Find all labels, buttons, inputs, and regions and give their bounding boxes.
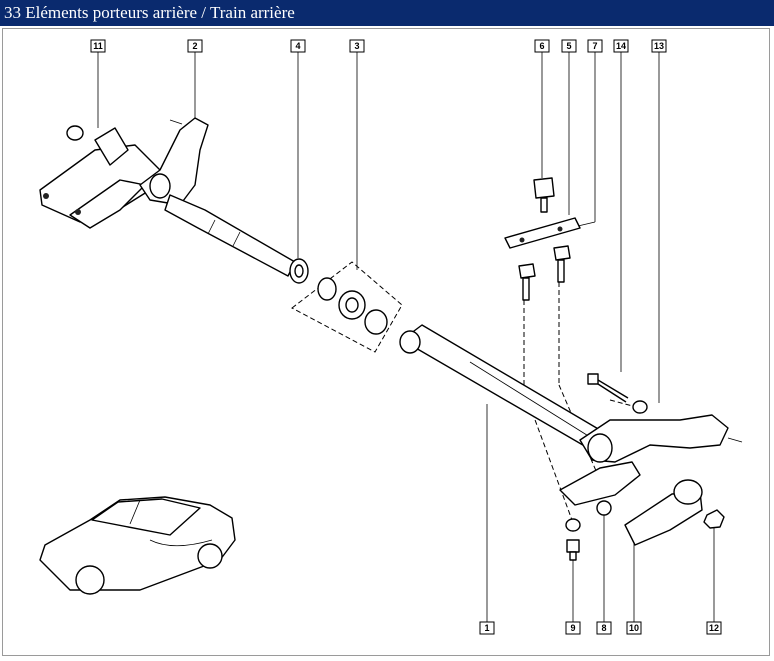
svg-text:13: 13 (654, 41, 664, 51)
nut-12 (703, 509, 725, 529)
left-bearing-bracket (39, 125, 161, 229)
svg-text:8: 8 (601, 623, 606, 633)
svg-text:7: 7 (592, 41, 597, 51)
callout-8: 8 (596, 621, 612, 635)
bushing-4 (289, 258, 309, 284)
callout-14: 14 (613, 39, 629, 53)
svg-text:9: 9 (570, 623, 575, 633)
svg-text:11: 11 (93, 41, 103, 51)
bolt-9 (565, 518, 581, 561)
callout-5: 5 (561, 39, 577, 53)
callout-7: 7 (587, 39, 603, 53)
callout-1: 1 (479, 621, 495, 635)
callout-3: 3 (349, 39, 365, 53)
left-trailing-arm (139, 117, 209, 206)
right-trailing-arm (579, 414, 743, 463)
car-illustration (39, 496, 236, 595)
svg-text:12: 12 (709, 623, 719, 633)
svg-text:10: 10 (629, 623, 639, 633)
callout-2: 2 (187, 39, 203, 53)
callout-4: 4 (290, 39, 306, 53)
svg-text:5: 5 (566, 41, 571, 51)
page-title: 33 Eléments porteurs arrière / Train arr… (0, 0, 774, 26)
callout-13: 13 (651, 39, 667, 53)
axle-tube-1 (399, 324, 601, 449)
callout-12: 12 (706, 621, 722, 635)
mounting-plate (504, 177, 581, 301)
svg-text:1: 1 (484, 623, 489, 633)
diagram-frame (2, 28, 770, 656)
svg-text:3: 3 (354, 41, 359, 51)
bearing-kit-3 (291, 261, 403, 353)
bolt-14 (587, 373, 648, 414)
svg-text:4: 4 (295, 41, 300, 51)
callout-10: 10 (626, 621, 642, 635)
svg-text:14: 14 (616, 41, 626, 51)
left-stub-axle (164, 194, 296, 277)
svg-text:6: 6 (539, 41, 544, 51)
callout-11: 11 (90, 39, 106, 53)
right-bearing-bracket (559, 461, 703, 546)
callout-9: 9 (565, 621, 581, 635)
callout-6: 6 (534, 39, 550, 53)
svg-text:2: 2 (192, 41, 197, 51)
